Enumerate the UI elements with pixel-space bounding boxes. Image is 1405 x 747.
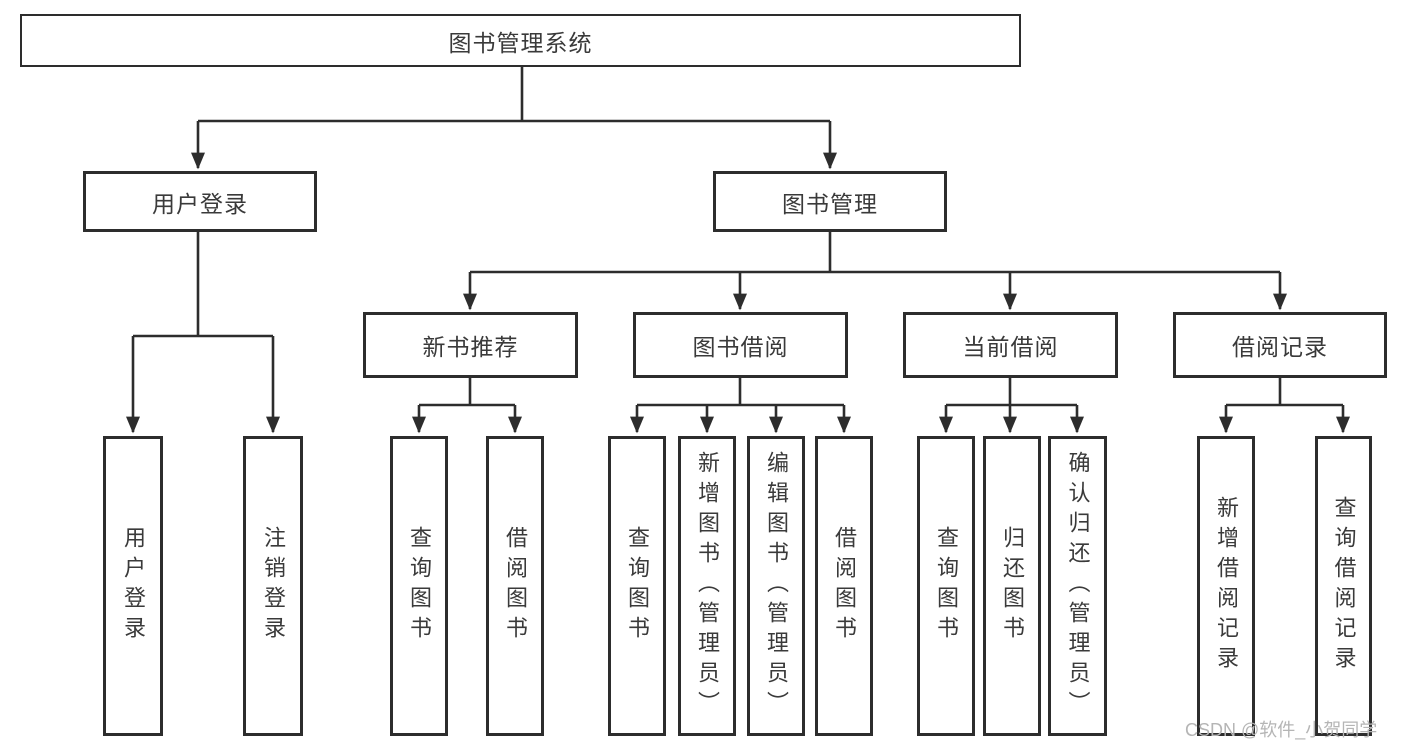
leaf-query-book-2-label: 查询图书 (625, 526, 650, 646)
leaf-user-login-node: 用户登录 (103, 436, 163, 736)
leaf-user-login-label: 用户登录 (121, 526, 146, 646)
leaf-return-book-label: 归还图书 (1000, 526, 1025, 646)
leaf-borrow-book-1-node: 借阅图书 (486, 436, 544, 736)
leaf-add-borrow-record-node: 新增借阅记录 (1197, 436, 1255, 736)
csdn-watermark: CSDN @软件_小贺同学 (1185, 720, 1378, 740)
leaf-query-borrow-record-node: 查询借阅记录 (1315, 436, 1372, 736)
root-node: 图书管理系统 (20, 14, 1021, 67)
leaf-query-book-2-node: 查询图书 (608, 436, 666, 736)
leaf-add-book-label: 新增图书（管理员） (695, 451, 720, 721)
leaf-confirm-return-label: 确认归还（管理员） (1065, 451, 1091, 721)
section-new-book-recommend-node: 新书推荐 (363, 312, 578, 378)
section-borrow-record-node: 借阅记录 (1173, 312, 1387, 378)
branch-user-login-label: 用户登录 (152, 190, 248, 217)
section-new-book-recommend-label: 新书推荐 (422, 334, 519, 360)
leaf-return-book-node: 归还图书 (983, 436, 1041, 736)
leaf-add-borrow-record-label: 新增借阅记录 (1214, 496, 1239, 676)
leaf-borrow-book-2-node: 借阅图书 (815, 436, 873, 736)
leaf-logout-label: 注销登录 (261, 526, 286, 646)
leaf-query-book-3-label: 查询图书 (934, 526, 959, 646)
branch-user-login-node: 用户登录 (83, 171, 317, 232)
leaf-confirm-return-node: 确认归还（管理员） (1048, 436, 1107, 736)
root-node-label: 图书管理系统 (448, 29, 593, 56)
section-book-borrow-label: 图书借阅 (692, 334, 789, 360)
leaf-query-borrow-record-label: 查询借阅记录 (1331, 496, 1357, 676)
section-current-borrow-node: 当前借阅 (903, 312, 1118, 378)
leaf-add-book-node: 新增图书（管理员） (678, 436, 736, 736)
leaf-borrow-book-1-label: 借阅图书 (503, 526, 528, 646)
section-book-borrow-node: 图书借阅 (633, 312, 848, 378)
leaf-query-book-1-node: 查询图书 (390, 436, 448, 736)
branch-book-management-node: 图书管理 (713, 171, 947, 232)
leaf-borrow-book-2-label: 借阅图书 (832, 526, 857, 646)
leaf-edit-book-node: 编辑图书（管理员） (747, 436, 805, 736)
leaf-logout-node: 注销登录 (243, 436, 303, 736)
branch-book-management-label: 图书管理 (782, 190, 878, 217)
section-borrow-record-label: 借阅记录 (1232, 334, 1328, 360)
leaf-edit-book-label: 编辑图书（管理员） (764, 451, 789, 721)
leaf-query-book-1-label: 查询图书 (407, 526, 432, 646)
leaf-query-book-3-node: 查询图书 (917, 436, 975, 736)
section-current-borrow-label: 当前借阅 (962, 334, 1059, 360)
